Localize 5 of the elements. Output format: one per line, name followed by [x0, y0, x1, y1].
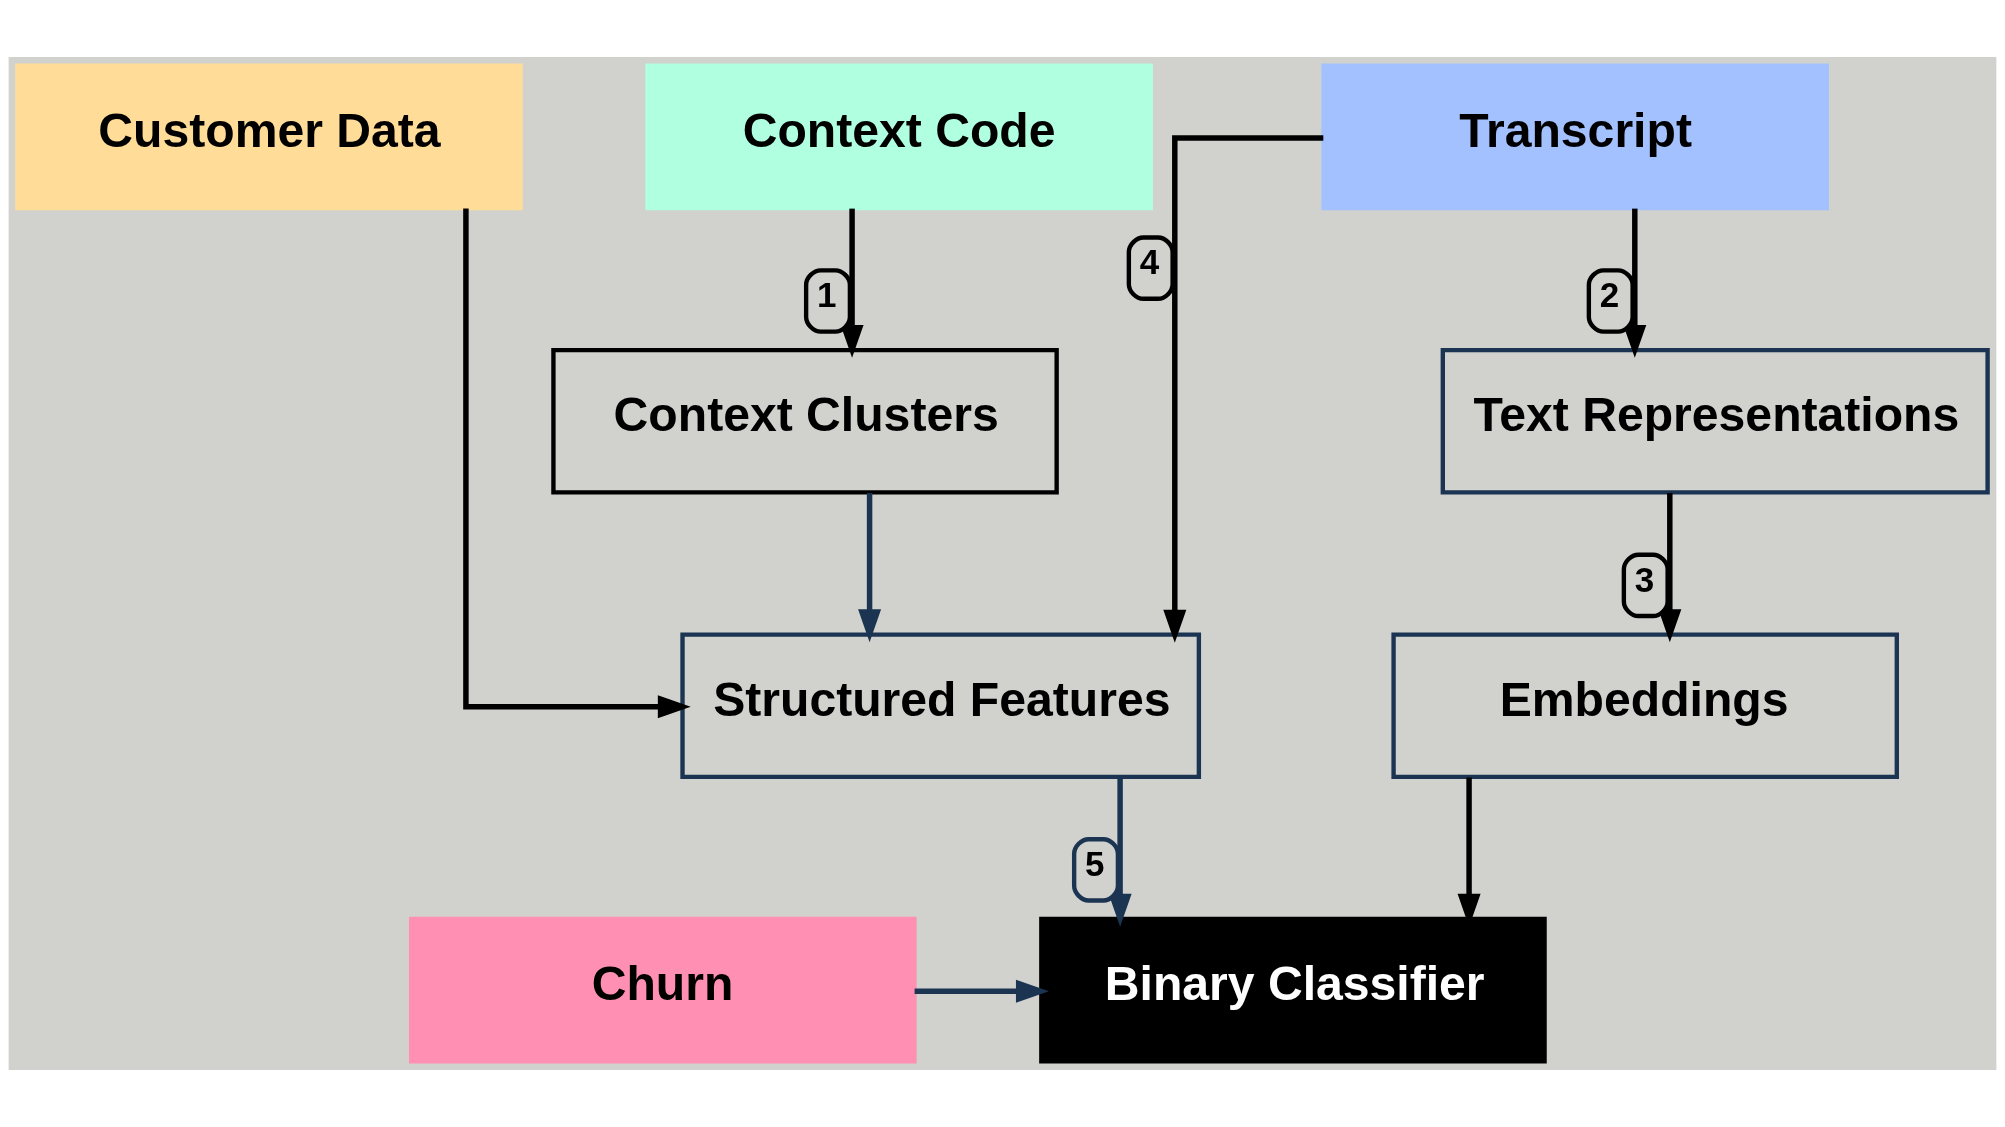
edge-label: 3	[1634, 559, 1655, 599]
edge-label: 4	[1139, 242, 1160, 282]
edge-label: 1	[817, 275, 837, 315]
edge-label: 2	[1599, 275, 1620, 315]
edge-label: 5	[1085, 843, 1105, 883]
